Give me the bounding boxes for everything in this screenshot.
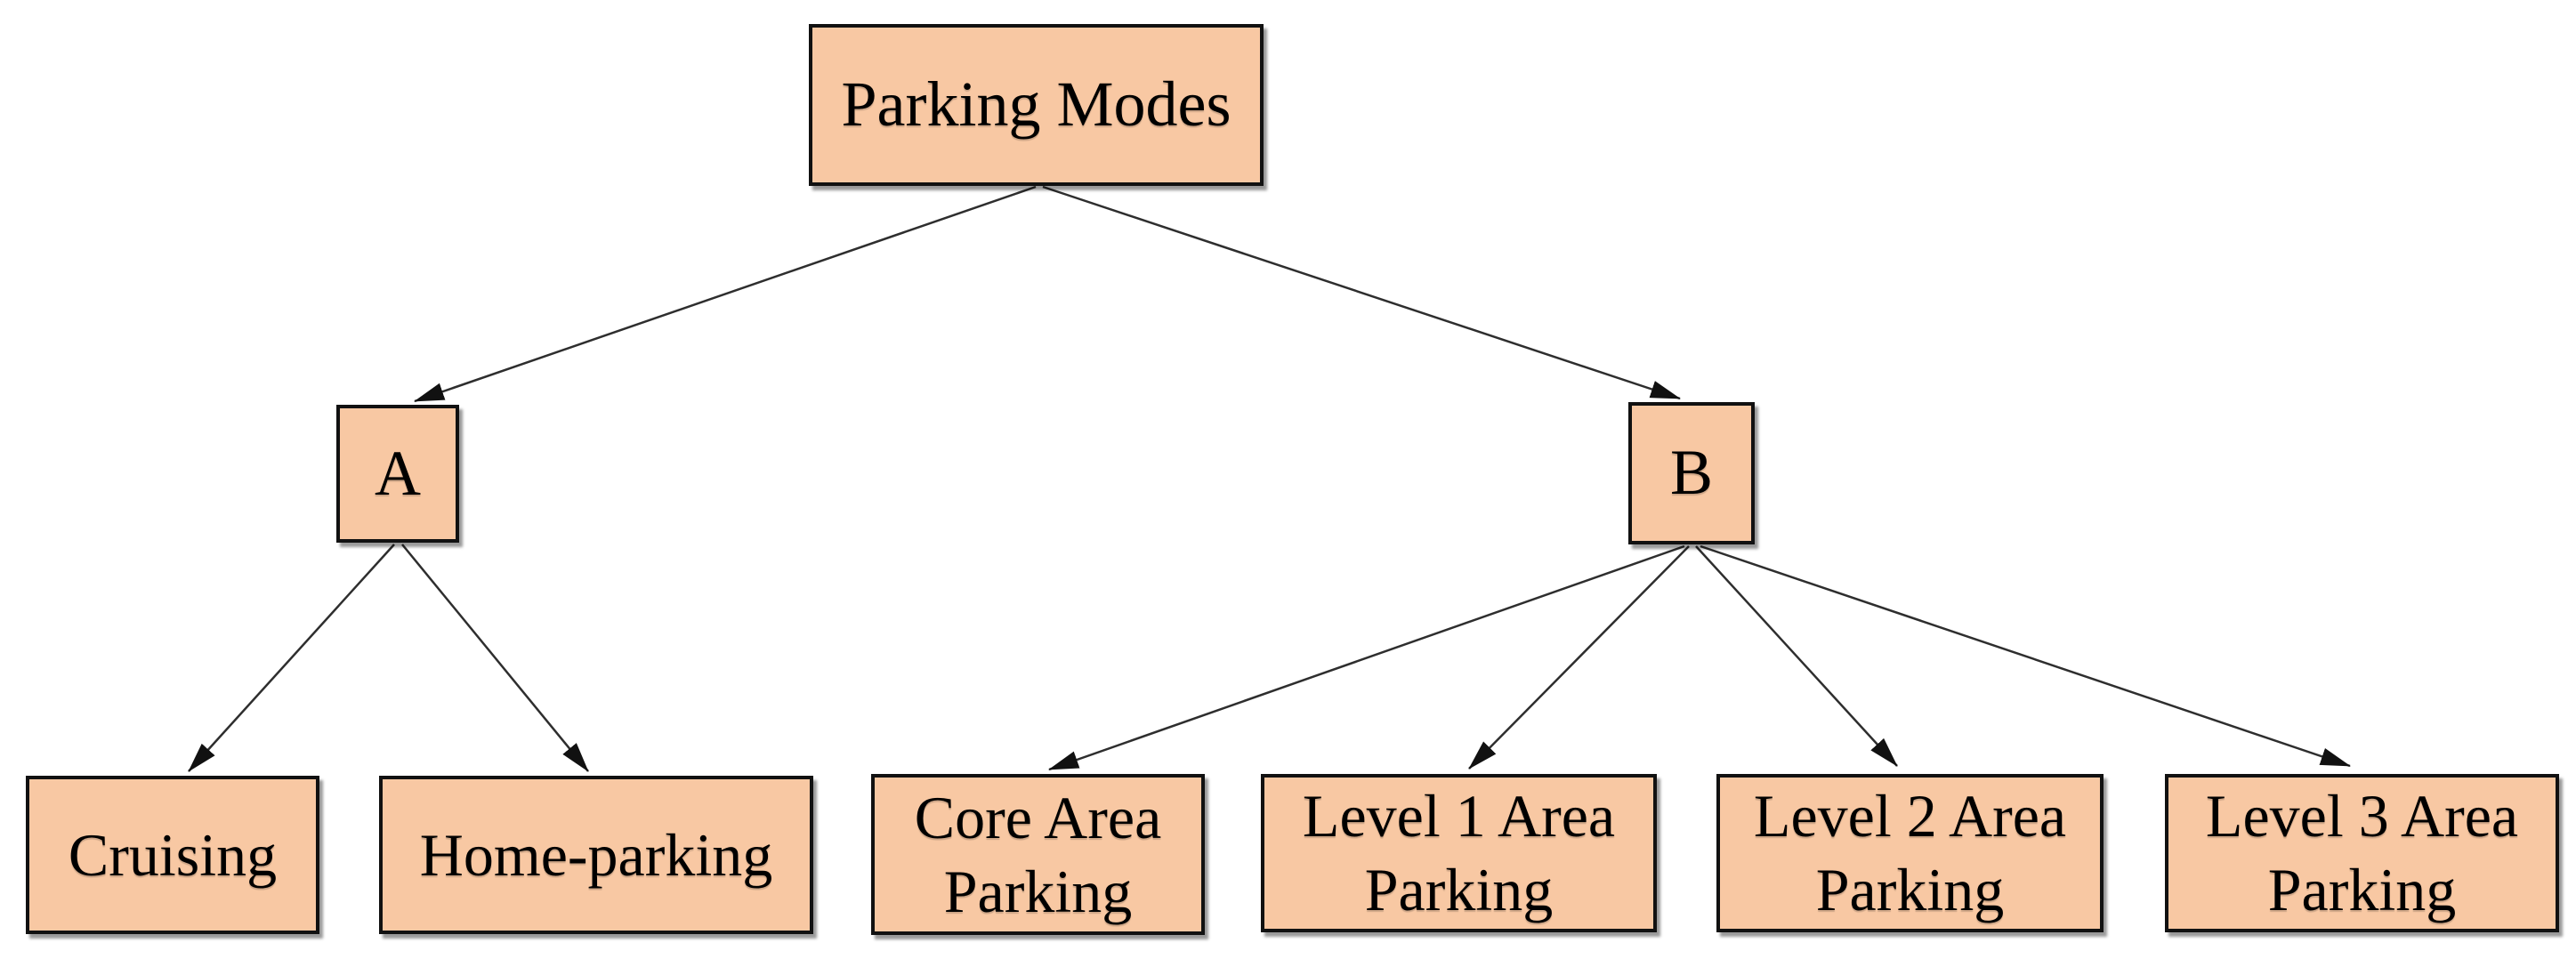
node-level-3-area-parking: Level 3 Area Parking [2165,774,2559,932]
edge-b-level3 [1700,544,2351,768]
node-home-parking-label: Home-parking [419,820,773,889]
edge-a-home [401,544,589,772]
edge-b-level1 [1468,545,1690,770]
node-level-1-area-parking-label: Level 1 Area Parking [1302,782,1616,923]
node-b: B [1628,402,1755,544]
node-parking-modes-label: Parking Modes [841,68,1231,141]
node-a: A [336,405,459,543]
node-b-label: B [1669,437,1714,509]
node-core-area-parking: Core Area Parking [871,774,1205,935]
node-level-2-area-parking-label: Level 2 Area Parking [1753,782,2067,923]
edge-root-b [1042,185,1681,400]
node-cruising-label: Cruising [68,820,278,889]
node-parking-modes: Parking Modes [809,24,1264,186]
node-a-label: A [375,437,421,509]
edge-a-cruising [188,544,395,772]
node-core-area-parking-label: Core Area Parking [914,783,1162,925]
node-level-2-area-parking: Level 2 Area Parking [1716,774,2104,932]
edge-root-a [414,185,1037,403]
edge-b-level2 [1695,545,1898,767]
node-level-3-area-parking-label: Level 3 Area Parking [2205,782,2519,923]
node-cruising: Cruising [26,776,319,934]
edge-b-core [1048,544,1685,771]
node-level-1-area-parking: Level 1 Area Parking [1261,774,1657,932]
node-home-parking: Home-parking [379,776,813,934]
